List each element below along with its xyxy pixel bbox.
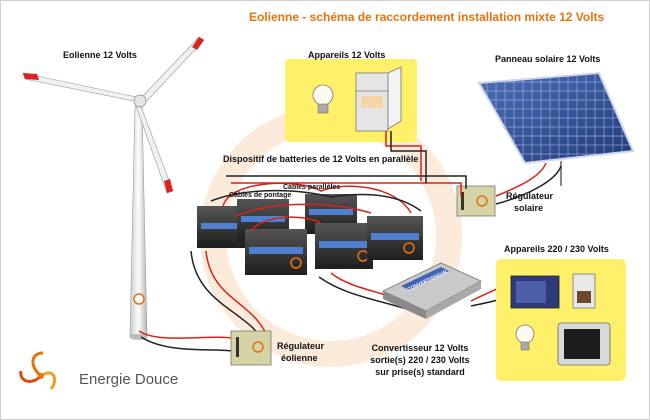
solar-regulator-device bbox=[456, 185, 496, 217]
converter-label-line1: Convertisseur 12 Volts bbox=[371, 343, 469, 353]
refrigerator-icon bbox=[355, 66, 402, 132]
parallel-cables-label: Câbles parallèles bbox=[283, 184, 341, 191]
battery-icon bbox=[315, 223, 373, 269]
wind-regulator-device bbox=[230, 330, 272, 366]
wind-turbine-label: Eolienne 12 Volts bbox=[63, 50, 137, 60]
television-icon bbox=[557, 322, 611, 366]
energie-douce-logo bbox=[19, 351, 57, 390]
solar-regulator-label-line1: Régulateur bbox=[506, 191, 554, 201]
solar-regulator-label-line2: solaire bbox=[514, 203, 544, 213]
converter-label-line2: sortie(s) 220 / 230 Volts bbox=[370, 355, 470, 365]
wind-regulator-label-line2: éolienne bbox=[281, 353, 318, 363]
appliances-12v-label: Appareils 12 Volts bbox=[308, 50, 386, 60]
solar-panel-icon bbox=[477, 71, 635, 186]
microwave-icon bbox=[510, 275, 560, 309]
battery-bank-label: Dispositif de batteries de 12 Volts en p… bbox=[223, 154, 419, 164]
light-bulb-icon bbox=[312, 84, 334, 114]
jumper-cables-label: Câbles de pontage bbox=[229, 192, 292, 199]
converter-label-line3: sur prise(s) standard bbox=[375, 367, 465, 377]
coffee-maker-icon bbox=[572, 273, 596, 309]
inverter-icon bbox=[382, 262, 482, 319]
battery-icon bbox=[245, 229, 307, 275]
solar-panel-label: Panneau solaire 12 Volts bbox=[495, 54, 601, 64]
wind-turbine-icon bbox=[22, 36, 205, 340]
page-title: Eolienne - schéma de raccordement instal… bbox=[249, 10, 605, 24]
battery-bank bbox=[197, 194, 423, 275]
appliances-230v-label: Appareils 220 / 230 Volts bbox=[504, 244, 609, 254]
light-bulb-icon bbox=[515, 324, 535, 351]
wind-regulator-label-line1: Régulateur bbox=[277, 341, 325, 351]
brand-name: Energie Douce bbox=[79, 371, 179, 388]
battery-icon bbox=[367, 216, 423, 260]
